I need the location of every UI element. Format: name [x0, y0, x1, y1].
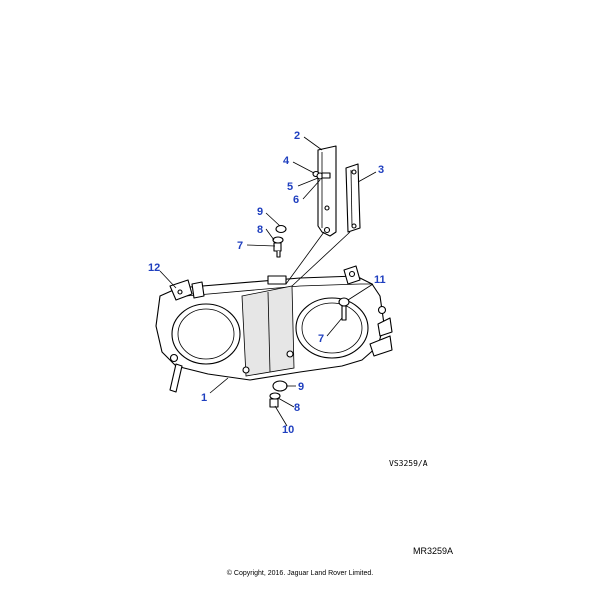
copyright-notice: © Copyright, 2016. Jaguar Land Rover Lim…: [226, 570, 374, 577]
housing-part-1: [155, 265, 393, 393]
callout-9: 9: [257, 206, 263, 218]
part-reference: MR3259A: [413, 546, 454, 556]
callout-5: 5: [287, 181, 293, 193]
screw-assembly-upper: [272, 224, 287, 258]
callout-12: 12: [148, 262, 160, 274]
callout-8: 8: [257, 224, 263, 236]
assembly-line-bracket: [285, 231, 325, 285]
assembly-line-plate: [291, 231, 351, 287]
callout-10: 10: [282, 424, 294, 436]
screw-assembly-lower: [269, 380, 288, 408]
screw-assembly-right-port: [338, 297, 350, 321]
drawing-reference: VS3259/A: [389, 459, 428, 468]
callout-6: 6: [293, 194, 299, 206]
callout-3: 3: [378, 164, 384, 176]
fastener-stack-4-5-6: [312, 170, 331, 180]
bracket-part-2: [317, 145, 337, 237]
callout-4: 4: [283, 155, 290, 167]
plate-part-3: [345, 163, 361, 233]
callout-1: 1: [201, 392, 207, 404]
leader-lines: [159, 136, 377, 427]
callout-7: 7: [237, 240, 243, 252]
callout-2: 2: [294, 130, 300, 142]
callout-11: 11: [374, 274, 386, 286]
callout-8-lower: 8: [294, 402, 300, 414]
callout-7-right: 7: [318, 333, 324, 345]
callout-labels: 2 4 5 6 3 9 8 7 12 11 7 1 9 8 10: [148, 130, 386, 436]
callout-9-lower: 9: [298, 381, 304, 393]
